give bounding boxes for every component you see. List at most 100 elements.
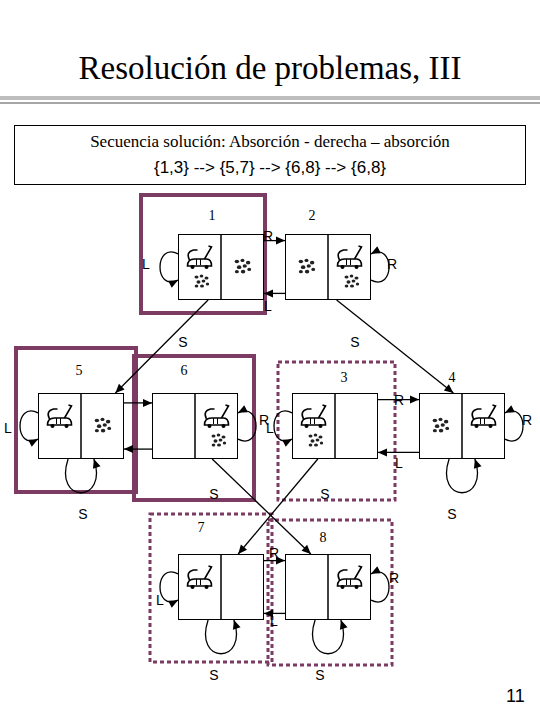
action-label: S (320, 486, 329, 502)
dirt-icon (345, 275, 360, 288)
vacuum-icon (302, 405, 326, 428)
sequence-sets: {1,3} --> {5,7} --> {6,8} --> {6,8} (154, 158, 386, 178)
connector-line (238, 411, 256, 441)
cell-divider (327, 234, 329, 300)
connector-line (274, 411, 292, 441)
arrow-head (115, 384, 124, 393)
title-rule (0, 96, 540, 100)
arrow-head (28, 439, 38, 447)
vacuum-icon (472, 405, 496, 428)
sequence-heading: Secuencia solución: Absorción - derecha … (90, 132, 450, 152)
belief-frame (16, 348, 136, 492)
connector-line (20, 411, 38, 441)
state-box: 2 (285, 234, 371, 300)
arrow-head (233, 620, 241, 630)
action-arrow (124, 445, 152, 453)
self-loop (371, 246, 389, 282)
cell-divider (327, 554, 329, 620)
action-label: R (387, 256, 397, 272)
state-box: 8 (285, 554, 371, 620)
action-label: L (4, 420, 12, 436)
connector-line (337, 300, 454, 393)
action-label: L (395, 455, 403, 471)
arrow-head (302, 545, 311, 554)
dirt-icon (433, 418, 450, 433)
state-box: 5 (38, 393, 124, 459)
arrow-head (238, 405, 248, 413)
connector-line (66, 459, 97, 493)
connector-line (124, 402, 152, 403)
arrow-head (371, 566, 381, 574)
arrow-head (474, 459, 482, 469)
belief-frame-dotted (278, 362, 395, 500)
action-label: L (156, 592, 164, 608)
state-number: 3 (332, 370, 356, 386)
action-arrow (115, 300, 208, 393)
dirt-icon (212, 434, 227, 447)
self-loop (371, 566, 389, 602)
action-label: R (522, 412, 532, 428)
self-loop (20, 411, 38, 447)
state-number: 4 (440, 370, 464, 386)
dirt-icon (235, 259, 252, 274)
vacuum-icon (338, 246, 362, 269)
connector-line (212, 459, 311, 554)
title-rule (0, 102, 540, 104)
arrow-head (444, 384, 454, 393)
action-arrow (238, 459, 318, 554)
belief-frame-dotted (268, 520, 392, 665)
state-box: 4 (419, 393, 505, 459)
sequence-box: Secuencia solución: Absorción - derecha … (14, 125, 526, 185)
action-label: S (350, 334, 359, 350)
action-label: L (270, 613, 278, 629)
state-number: 8 (311, 530, 335, 546)
self-loop (238, 405, 256, 441)
self-loop (274, 411, 292, 447)
action-label: S (178, 334, 187, 350)
state-number: 1 (200, 208, 224, 224)
self-loop (447, 459, 482, 493)
state-number: 6 (172, 363, 196, 379)
action-arrow (264, 289, 285, 297)
action-label: S (78, 506, 87, 522)
self-loop (66, 459, 101, 493)
connector-line (447, 459, 478, 493)
connector-line (115, 300, 208, 393)
dirt-icon (309, 434, 324, 447)
vacuum-icon (205, 405, 229, 428)
arrow-head (264, 289, 273, 297)
action-label: R (394, 392, 404, 408)
action-label: R (389, 570, 399, 586)
arrow-head (124, 445, 133, 453)
cell-divider (80, 393, 82, 459)
action-label: S (315, 667, 324, 683)
action-label: L (142, 256, 150, 272)
arrow-head (93, 459, 101, 469)
action-label: R (269, 545, 279, 561)
action-arrow (337, 300, 454, 393)
vacuum-icon (188, 246, 212, 269)
action-label: L (266, 420, 274, 436)
vacuum-icon (338, 566, 362, 589)
connector-line (371, 252, 389, 282)
self-loop (206, 620, 241, 654)
self-loop (313, 620, 348, 654)
dirt-icon (195, 275, 210, 288)
state-number: 2 (300, 208, 324, 224)
connector-line (124, 448, 152, 449)
slide-title: Resolución de problemas, III (0, 48, 540, 88)
vacuum-icon (48, 405, 72, 428)
cell-divider (220, 234, 222, 300)
arrow-head (340, 620, 348, 630)
connector-line (160, 252, 178, 282)
state-number: 7 (189, 520, 213, 536)
arrow-head (505, 405, 515, 413)
action-label: S (209, 486, 218, 502)
state-box: 1 (178, 234, 264, 300)
arrow-head (143, 399, 152, 407)
connector-line (371, 572, 389, 602)
cell-dividers (81, 234, 462, 620)
